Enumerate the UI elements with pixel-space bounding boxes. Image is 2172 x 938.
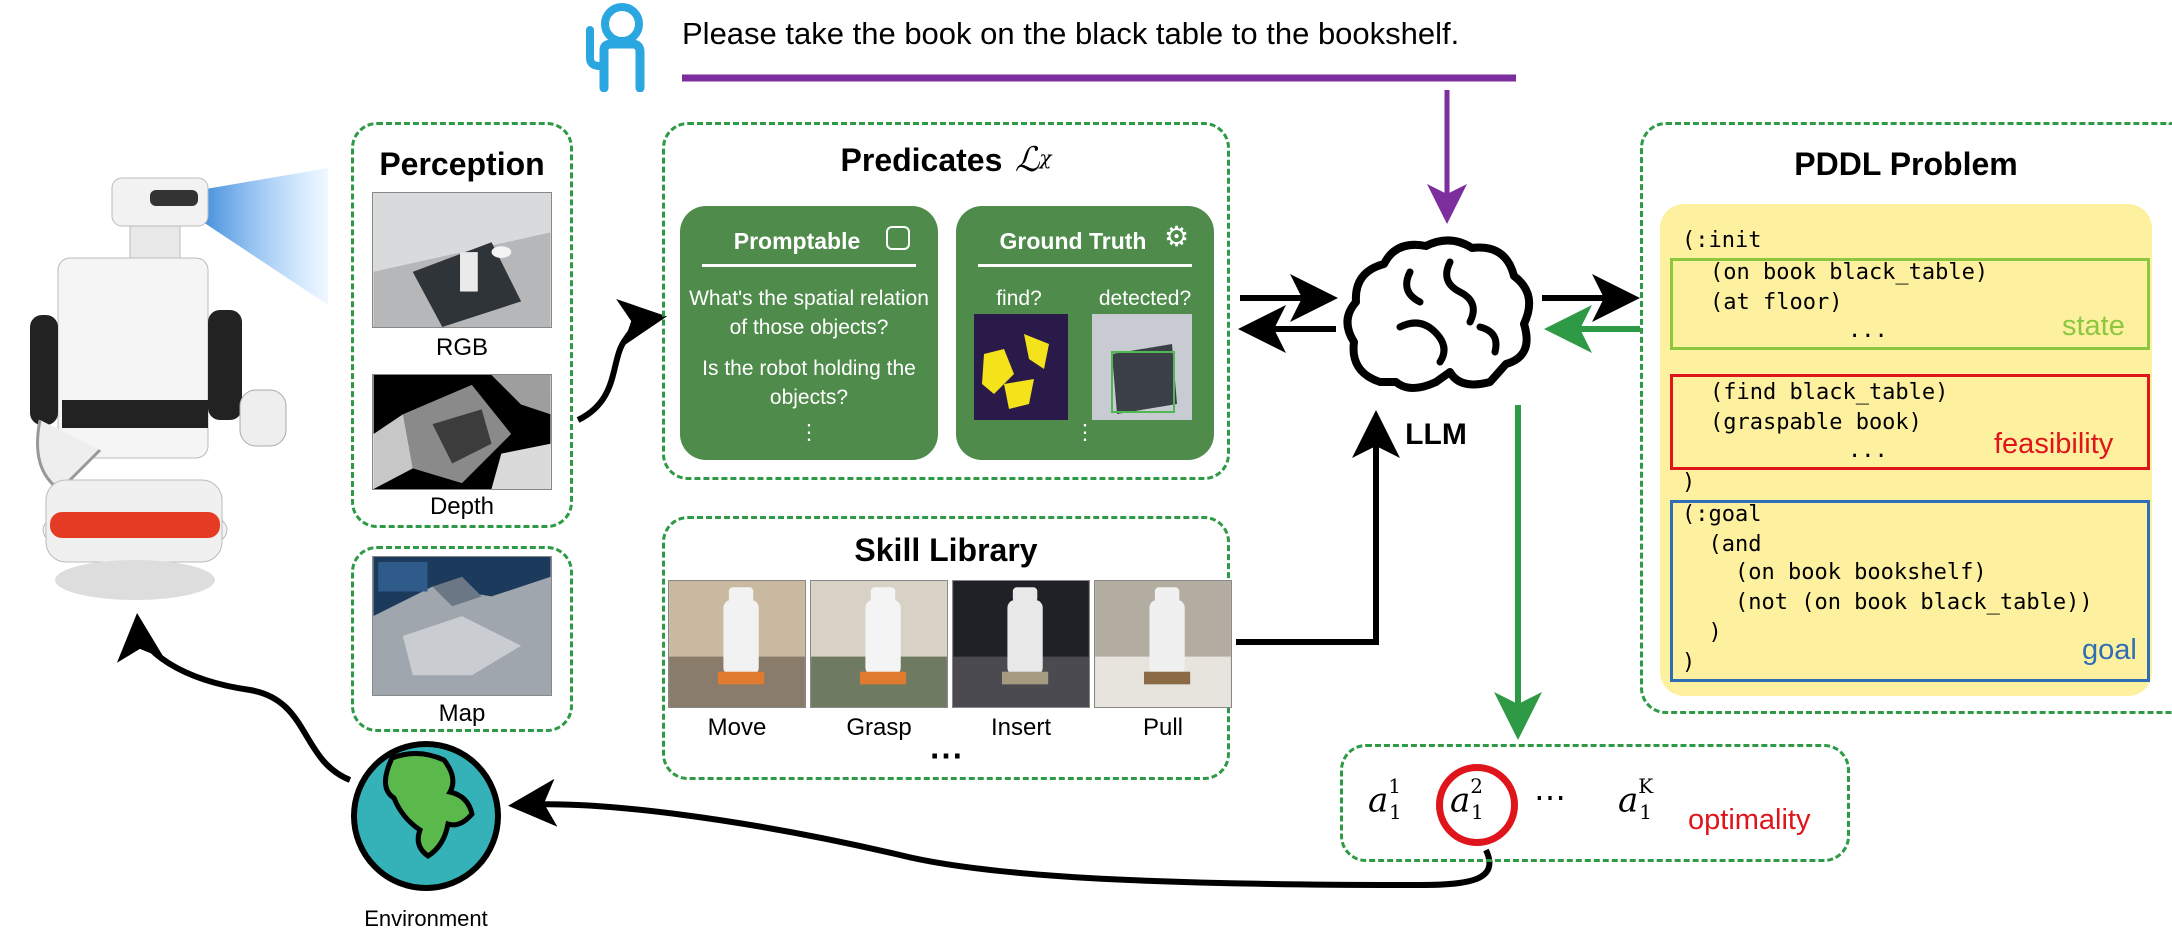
human-icon [586, 3, 645, 92]
feasibility-line-1: (find black_table) [1710, 380, 1949, 405]
goal-line-6: ) [1682, 650, 1696, 675]
skills-ellipsis: ⋯ [929, 737, 963, 775]
promptable-question-1: What's the spatial relation of those obj… [689, 287, 929, 339]
state-line-1: (on book black_table) [1710, 260, 1989, 285]
pddl-title: PDDL Problem [1794, 146, 2018, 182]
feasibility-box [1670, 374, 2150, 470]
goal-line-3: (on book bookshelf) [1682, 560, 1987, 585]
actions-ellipsis: ⋯ [1534, 779, 1566, 815]
brain-icon [1343, 236, 1534, 392]
goal-line-2: (and [1682, 532, 1762, 557]
selected-action-circle [1436, 764, 1518, 846]
depth-label: Depth [429, 493, 495, 520]
predicates-panel [662, 122, 1230, 480]
actions-panel [1340, 744, 1850, 862]
goal-line-5: ) [1682, 620, 1722, 645]
prompt-icon [886, 226, 910, 250]
skill-label-insert: Insert [990, 714, 1052, 741]
map-image [372, 556, 552, 696]
promptable-title: Promptable [733, 228, 861, 254]
robot-illustration [30, 168, 328, 600]
action-a1-2: a21 [1450, 774, 1484, 825]
find-mask-image [974, 314, 1068, 420]
environment-label: Environment [364, 906, 488, 931]
detected-label: detected? [1098, 287, 1192, 310]
predicates-title: Predicates [840, 142, 1003, 178]
goal-line-1: (:goal [1682, 502, 1762, 527]
state-line-2: (at floor) [1710, 290, 1843, 315]
feasibility-tag: feasibility [1994, 428, 2114, 460]
skill-image-insert [952, 580, 1090, 708]
promptable-divider [702, 264, 916, 267]
state-tag: state [2062, 310, 2125, 342]
feasibility-line-3: ... [1848, 438, 1888, 463]
goal-box [1670, 500, 2150, 682]
perception-title: Perception [379, 146, 545, 182]
promptable-ellipsis: ⋮ [798, 421, 820, 444]
ground-truth-title: Ground Truth [999, 228, 1147, 254]
goal-line-4: (not (on book black_table)) [1682, 590, 2093, 615]
skill-label-grasp: Grasp [846, 714, 912, 741]
perception-to-predicates-arrow [576, 298, 667, 423]
skill-image-pull [1094, 580, 1232, 708]
promptable-card: Promptable What's the spatial relation o… [680, 206, 938, 460]
action-to-environment-arrow [508, 778, 1493, 889]
map-panel [351, 546, 573, 732]
skills-to-llm-arrow [1236, 410, 1400, 645]
skill-image-move [668, 580, 806, 708]
pddl-init-line: (:init [1682, 228, 1762, 253]
state-box [1670, 258, 2150, 350]
pddl-close-line: ) [1682, 470, 1696, 495]
globe-icon [351, 741, 501, 891]
action-a1-1: a11 [1368, 774, 1402, 825]
pddl-panel [1640, 122, 2172, 714]
goal-tag: goal [2082, 634, 2137, 666]
predicates-symbol-sup: χ [1039, 145, 1052, 170]
find-label: find? [996, 287, 1042, 310]
instruction-text: Please take the book on the black table … [682, 16, 1460, 51]
promptable-question-2: Is the robot holding the objects? [702, 357, 916, 409]
ground-truth-ellipsis: ⋮ [1074, 421, 1096, 444]
skill-label-pull: Pull [1142, 714, 1184, 741]
predicates-symbol: ℒ [1014, 140, 1040, 180]
depth-image [372, 374, 552, 490]
action-a1-K: aK1 [1618, 774, 1654, 825]
predicates-title-row: Predicates ℒχ [662, 140, 1230, 180]
ground-truth-card: Ground Truth ⚙ find? detected? ⋮ [956, 206, 1214, 460]
detected-image [1092, 314, 1192, 420]
feasibility-line-2: (graspable book) [1710, 410, 1922, 435]
llm-label: LLM [1405, 418, 1467, 451]
skill-label-move: Move [707, 714, 767, 741]
gear-icon: ⚙ [1164, 221, 1190, 252]
perception-panel [351, 122, 573, 528]
pddl-code-area [1660, 204, 2152, 696]
rgb-label: RGB [435, 334, 488, 361]
state-line-3: ... [1848, 318, 1888, 343]
environment-to-robot-arrow [117, 613, 352, 783]
ground-truth-divider [978, 264, 1192, 267]
skill-library-title: Skill Library [854, 532, 1038, 568]
map-label: Map [438, 700, 486, 727]
rgb-image [372, 192, 552, 328]
skill-image-grasp [810, 580, 948, 708]
optimality-tag: optimality [1688, 804, 1811, 836]
